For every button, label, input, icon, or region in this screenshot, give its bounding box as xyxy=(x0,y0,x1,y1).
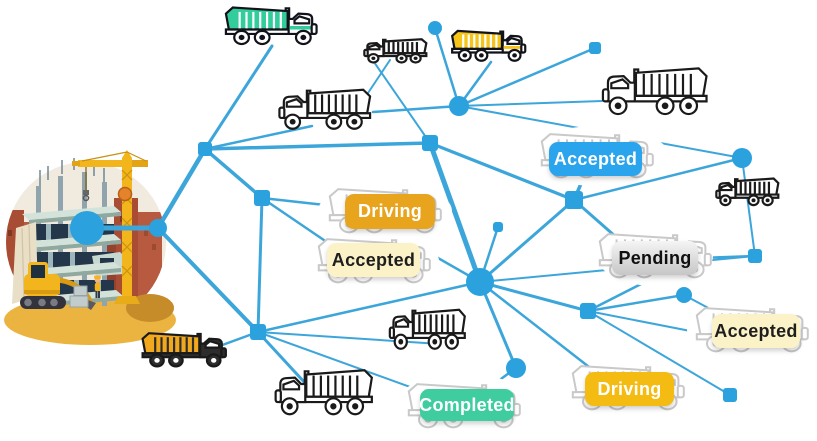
graph-edge xyxy=(257,331,425,393)
graph-node xyxy=(506,358,526,378)
graph-edge xyxy=(587,310,731,396)
status-pill-accepted-cream-left: Accepted xyxy=(327,243,420,277)
excavator-icon xyxy=(20,262,96,310)
graph-edge xyxy=(478,198,576,284)
graph-node xyxy=(149,219,167,237)
graph-edge xyxy=(257,331,441,345)
graph-node xyxy=(565,191,583,209)
graph-edge xyxy=(458,100,603,107)
dump-truck-icon xyxy=(276,370,372,414)
graph-edge xyxy=(586,281,645,313)
graph-edge xyxy=(427,140,483,285)
dump-truck-icon xyxy=(226,8,317,45)
graph-edge xyxy=(586,293,686,313)
graph-node xyxy=(254,190,270,206)
graph-node xyxy=(466,268,494,296)
graph-edge xyxy=(478,280,609,383)
construction-worker xyxy=(94,275,101,298)
dump-truck-icon xyxy=(716,179,778,206)
dump-truck-icon xyxy=(603,68,707,114)
status-pill-driving-lower: Driving xyxy=(585,372,674,406)
dump-truck-icon xyxy=(390,310,465,349)
status-pill-accepted-blue: Accepted xyxy=(549,142,642,176)
graph-node xyxy=(449,96,469,116)
graph-edge xyxy=(478,280,518,370)
graph-edge xyxy=(371,104,461,114)
graph-edge xyxy=(256,196,264,334)
graph-node xyxy=(70,211,104,245)
graph-edge xyxy=(203,141,432,151)
graph-edge xyxy=(203,44,274,151)
construction-site-illustration xyxy=(4,150,176,345)
dump-truck-icon xyxy=(279,90,370,129)
dump-truck-icon xyxy=(143,333,226,366)
graph-node xyxy=(250,324,266,340)
graph-edge xyxy=(457,46,597,108)
graph-edge xyxy=(203,124,314,151)
graph-node xyxy=(748,249,762,263)
graph-edge xyxy=(433,26,461,108)
graph-node xyxy=(676,287,692,303)
crane-icon xyxy=(72,150,148,304)
graph-node xyxy=(732,148,752,168)
graph-node xyxy=(428,21,442,35)
graph-edge xyxy=(256,280,482,334)
graph-node xyxy=(589,42,601,54)
graph-node xyxy=(580,303,596,319)
graph-edge xyxy=(478,280,590,313)
graph-node xyxy=(723,388,737,402)
graph-edge xyxy=(373,61,431,144)
status-pill-pending: Pending xyxy=(612,241,698,275)
graph-node xyxy=(493,222,503,232)
graph-edge xyxy=(155,146,208,231)
status-pill-driving-upper: Driving xyxy=(345,194,435,229)
graph-edge xyxy=(256,330,308,386)
concrete-blocks xyxy=(69,285,89,308)
graph-node xyxy=(422,135,438,151)
graph-edge xyxy=(156,226,260,334)
graph-edge xyxy=(741,157,756,257)
dump-truck-icon xyxy=(452,31,525,61)
graph-edge xyxy=(203,147,264,200)
dump-truck-icon xyxy=(364,39,426,62)
graph-edge xyxy=(428,141,576,202)
status-pill-accepted-cream-right: Accepted xyxy=(712,314,800,348)
graph-edge xyxy=(572,156,744,202)
graph-node xyxy=(198,142,212,156)
status-pill-completed: Completed xyxy=(419,389,515,421)
